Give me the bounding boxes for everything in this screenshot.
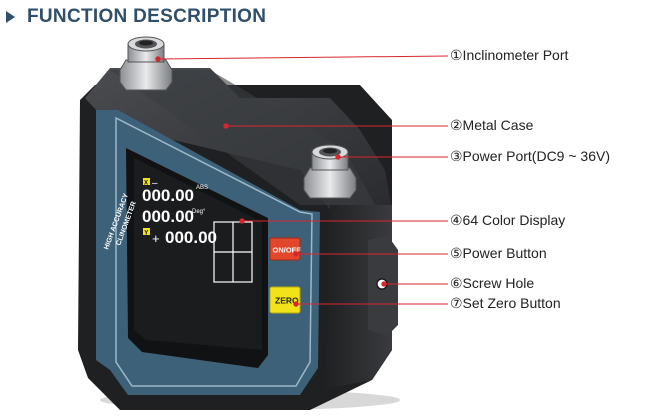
y-axis-badge xyxy=(143,228,150,235)
reading-x: 000.00 xyxy=(142,186,194,205)
callout-power-port: ③Power Port(DC9 ~ 36V) xyxy=(450,148,610,164)
display-screen xyxy=(134,158,262,350)
reading-z: 000.00 xyxy=(165,228,217,247)
callout-set-zero-button: ⑦Set Zero Button xyxy=(450,295,561,311)
callout-screw-hole: ⑥Screw Hole xyxy=(450,275,535,291)
section-heading: FUNCTION DESCRIPTION xyxy=(6,6,266,28)
svg-text:ZERO: ZERO xyxy=(275,296,299,306)
triangle-bullet-icon xyxy=(6,11,15,23)
callout-inclinometer-port: ①Inclinometer Port xyxy=(450,47,569,63)
callout-color-display: ④64 Color Display xyxy=(450,212,566,228)
x-axis-label: X xyxy=(144,181,148,187)
zero-button[interactable]: ZERO xyxy=(269,286,301,314)
callout-metal-case: ②Metal Case xyxy=(450,117,534,133)
callout-power-button: ⑤Power Button xyxy=(450,245,547,261)
y-axis-label: Y xyxy=(144,231,148,237)
display-crosshair-box xyxy=(213,221,253,283)
reading-y: 000.00 xyxy=(142,207,194,226)
power-port-connector xyxy=(303,144,357,199)
power-button[interactable]: ON/OFF xyxy=(269,237,302,261)
svg-text:ON/OFF: ON/OFF xyxy=(273,246,302,255)
section-title: FUNCTION DESCRIPTION xyxy=(27,6,267,27)
x-axis-badge xyxy=(143,178,150,185)
unit-label: Deg° xyxy=(192,209,206,215)
callout-lines xyxy=(155,55,449,307)
mode-label: ABS xyxy=(196,185,208,191)
inclinometer-port-connector xyxy=(119,36,173,91)
sign-top: – xyxy=(152,178,158,189)
sign-bottom: + xyxy=(152,231,160,246)
